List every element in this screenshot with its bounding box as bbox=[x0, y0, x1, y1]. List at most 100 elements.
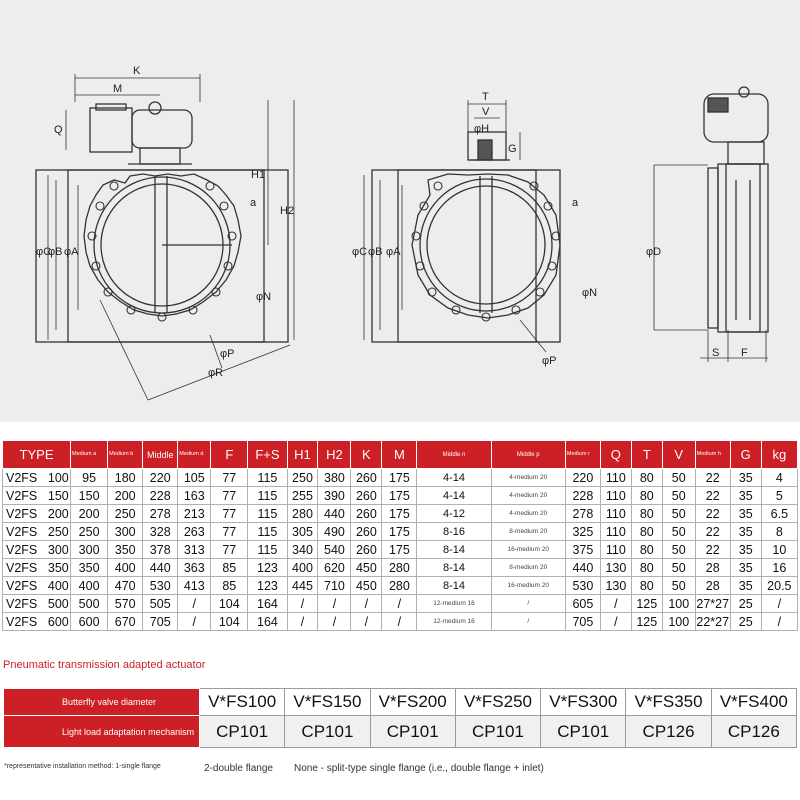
cell-6: 104 bbox=[210, 612, 249, 631]
cell-9: / bbox=[317, 612, 352, 631]
cell-18: 22 bbox=[694, 486, 731, 505]
cell-7: 115 bbox=[247, 468, 288, 487]
cell-2: 400 bbox=[70, 576, 109, 595]
dim-label-phiA-middle: φA bbox=[386, 246, 401, 258]
cell-3: 570 bbox=[107, 594, 144, 613]
header-T: T bbox=[630, 440, 663, 469]
mechanism-cell: CP101 bbox=[540, 715, 627, 748]
dim-label-phiC: φC bbox=[36, 246, 51, 258]
dim-label-F: F bbox=[741, 347, 748, 359]
cell-11: 280 bbox=[381, 576, 418, 595]
header-kg: kg bbox=[760, 440, 799, 469]
cell-19: 35 bbox=[729, 558, 762, 577]
cell-13: 16-medium 20 bbox=[490, 540, 566, 559]
cell-6: 77 bbox=[210, 468, 249, 487]
cell-14: 278 bbox=[564, 504, 601, 523]
header-medium-d: Medium d bbox=[177, 440, 212, 469]
header-type: TYPE bbox=[1, 440, 72, 469]
cell-17: 100 bbox=[661, 612, 696, 631]
cell-8: 280 bbox=[286, 504, 319, 523]
front-view: K M Q H1 H2 φC φB φA a φN φP φR bbox=[35, 65, 295, 401]
cell-8: 445 bbox=[286, 576, 319, 595]
cell-16: 80 bbox=[630, 486, 663, 505]
cell-20: 10 bbox=[760, 540, 799, 559]
cell-11: 175 bbox=[381, 540, 418, 559]
cell-14: 530 bbox=[564, 576, 601, 595]
cell-19: 25 bbox=[729, 594, 762, 613]
cell-17: 50 bbox=[661, 522, 696, 541]
cell-10: / bbox=[350, 594, 383, 613]
cell-14: 375 bbox=[564, 540, 601, 559]
valve-size-cell: V*FS350 bbox=[625, 688, 712, 716]
cell-10: 260 bbox=[350, 468, 383, 487]
cell-16: 80 bbox=[630, 522, 663, 541]
cell-2: 200 bbox=[70, 504, 109, 523]
cell-type-size: 300 bbox=[47, 542, 69, 557]
cell-7: 164 bbox=[247, 612, 288, 631]
cell-18: 22 bbox=[694, 522, 731, 541]
cell-15: 130 bbox=[599, 576, 632, 595]
cell-3: 180 bbox=[107, 468, 144, 487]
cell-14: 440 bbox=[564, 558, 601, 577]
cell-3: 250 bbox=[107, 504, 144, 523]
dim-label-K: K bbox=[133, 65, 141, 77]
cell-16: 80 bbox=[630, 558, 663, 577]
cell-6: 77 bbox=[210, 486, 249, 505]
cell-20: 5 bbox=[760, 486, 799, 505]
cell-10: 260 bbox=[350, 522, 383, 541]
cell-type-model: V2FS bbox=[6, 596, 38, 611]
cell-11: 175 bbox=[381, 468, 418, 487]
cell-17: 50 bbox=[661, 576, 696, 595]
valve-diameter-header: Butterfly valve diameter bbox=[3, 688, 200, 716]
cell-type-model: V2FS bbox=[6, 578, 38, 593]
cell-19: 25 bbox=[729, 612, 762, 631]
cell-12: 12-medium 16 bbox=[416, 594, 492, 613]
cell-4: 278 bbox=[142, 504, 179, 523]
cell-type-size: 500 bbox=[47, 596, 69, 611]
cell-18: 28 bbox=[694, 576, 731, 595]
cell-16: 80 bbox=[630, 576, 663, 595]
header-medium-r: Medium r bbox=[564, 440, 601, 469]
dim-label-phiN-middle: φN bbox=[582, 287, 597, 299]
cell-16: 125 bbox=[630, 594, 663, 613]
cell-6: 77 bbox=[210, 504, 249, 523]
dim-label-phiD: φD bbox=[646, 246, 661, 258]
cell-5: / bbox=[177, 612, 212, 631]
cell-17: 100 bbox=[661, 594, 696, 613]
valve-size-cell: V*FS300 bbox=[540, 688, 627, 716]
valve-size-cell: V*FS150 bbox=[284, 688, 371, 716]
valve-size-cell: V*FS400 bbox=[710, 688, 798, 716]
cell-14: 605 bbox=[564, 594, 601, 613]
cell-20: 20.5 bbox=[760, 576, 799, 595]
cell-7: 164 bbox=[247, 594, 288, 613]
cell-14: 220 bbox=[564, 468, 601, 487]
dim-label-phiC-middle: φC bbox=[352, 246, 367, 258]
dim-label-T: T bbox=[482, 91, 489, 103]
cell-14: 325 bbox=[564, 522, 601, 541]
cell-2: 150 bbox=[70, 486, 109, 505]
cell-type-size: 150 bbox=[47, 488, 69, 503]
mechanism-header: Light load adaptation mechanism bbox=[3, 715, 200, 748]
cell-17: 50 bbox=[661, 540, 696, 559]
cell-9: 380 bbox=[317, 468, 352, 487]
cell-19: 35 bbox=[729, 468, 762, 487]
cell-19: 35 bbox=[729, 540, 762, 559]
cell-15: 110 bbox=[599, 468, 632, 487]
cell-13: 16-medium 20 bbox=[490, 576, 566, 595]
cell-10: 260 bbox=[350, 486, 383, 505]
cell-4: 505 bbox=[142, 594, 179, 613]
cell-3: 200 bbox=[107, 486, 144, 505]
cell-type-size: 400 bbox=[47, 578, 69, 593]
cell-18: 22 bbox=[694, 540, 731, 559]
cell-5: 363 bbox=[177, 558, 212, 577]
dim-label-phiA: φA bbox=[64, 246, 79, 258]
cell-18: 22 bbox=[694, 468, 731, 487]
dim-label-phiR: φR bbox=[208, 367, 223, 379]
cell-18: 27*27 bbox=[694, 594, 731, 613]
cell-5: 105 bbox=[177, 468, 212, 487]
